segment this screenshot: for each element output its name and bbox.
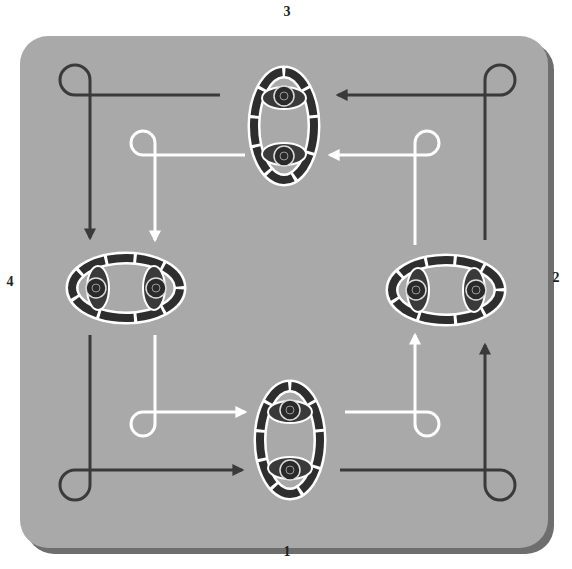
- position-number: 3: [284, 5, 291, 19]
- position-number: 4: [7, 275, 14, 289]
- board: [20, 36, 548, 548]
- position-number: 2: [553, 271, 560, 285]
- position-number: 1: [284, 545, 291, 559]
- dancer-pair: [392, 260, 500, 320]
- dancer-pair: [72, 258, 180, 318]
- dancer-pair: [260, 386, 320, 494]
- outer-route: [60, 65, 515, 500]
- dancer-pair: [254, 72, 314, 180]
